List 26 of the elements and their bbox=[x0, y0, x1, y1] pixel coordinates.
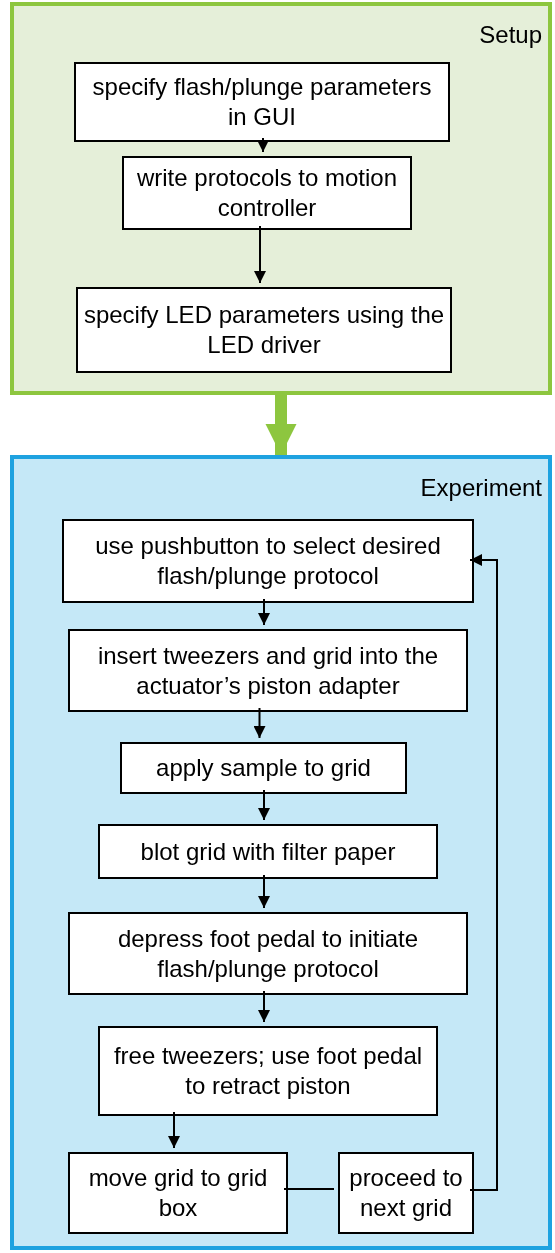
transition-arrow bbox=[265, 395, 297, 455]
process-box: write protocols to motion controller bbox=[122, 156, 412, 230]
process-box: depress foot pedal to initiate flash/plunge protocol bbox=[68, 912, 468, 995]
arrow bbox=[258, 874, 270, 909]
process-box: apply sample to grid bbox=[120, 742, 407, 794]
stage-panel bbox=[10, 2, 552, 395]
arrow bbox=[258, 598, 270, 626]
arrow bbox=[168, 1111, 180, 1149]
process-box: specify LED parameters using the LED driver bbox=[76, 287, 452, 373]
process-box: blot grid with filter paper bbox=[98, 824, 438, 879]
panel-title: Setup bbox=[479, 20, 542, 50]
process-box: move grid to grid box bbox=[68, 1152, 288, 1234]
arrow bbox=[469, 554, 498, 1191]
arrow bbox=[253, 707, 266, 739]
process-box: free tweezers; use foot pedal to retract piston bbox=[98, 1026, 438, 1116]
stage-panel bbox=[10, 455, 552, 1250]
connector-line bbox=[283, 1188, 335, 1190]
arrow bbox=[258, 789, 270, 821]
arrow bbox=[254, 225, 266, 284]
arrow bbox=[257, 137, 269, 153]
arrow bbox=[258, 990, 270, 1023]
process-box: use pushbutton to select desired flash/plunge protocol bbox=[62, 519, 474, 603]
process-box: proceed to next grid bbox=[338, 1152, 474, 1234]
panel-title: Experiment bbox=[420, 473, 542, 503]
process-box: insert tweezers and grid into the actuator’s piston adapter bbox=[68, 629, 468, 712]
process-box: specify flash/plunge parameters in GUI bbox=[74, 62, 450, 142]
